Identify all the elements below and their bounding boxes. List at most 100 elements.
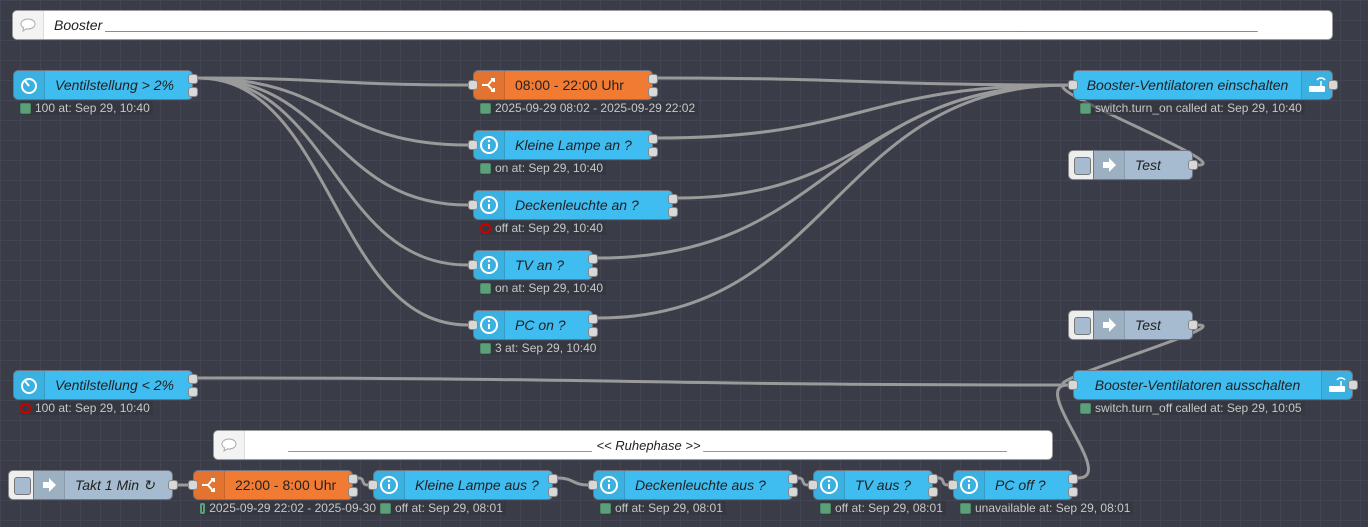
output-port[interactable]: [348, 474, 358, 484]
node-status: unavailable at: Sep 29, 08:01: [960, 501, 1134, 515]
inject-button[interactable]: [1068, 150, 1094, 180]
node-test-1[interactable]: Test: [1093, 150, 1198, 180]
output-port[interactable]: [648, 134, 658, 144]
output-port[interactable]: [648, 147, 658, 157]
output-port[interactable]: [648, 87, 658, 97]
node-test-2[interactable]: Test: [1093, 310, 1198, 340]
input-port[interactable]: [1068, 380, 1078, 390]
timer-icon: [14, 371, 45, 399]
status-text: switch.turn_on called at: Sep 29, 10:40: [1095, 101, 1302, 115]
wire[interactable]: [197, 76, 469, 267]
info-icon: [594, 471, 625, 499]
wire[interactable]: [797, 476, 809, 487]
comment-label: Booster ________________________________…: [54, 17, 1259, 33]
status-dot: [480, 342, 491, 354]
wire[interactable]: [657, 83, 1069, 140]
output-port[interactable]: [188, 74, 198, 84]
node-status: 100 at: Sep 29, 10:40: [20, 101, 153, 115]
output-port[interactable]: [348, 487, 358, 497]
node-takt[interactable]: Takt 1 Min ↻: [33, 470, 178, 500]
output-port[interactable]: [588, 327, 598, 337]
wire[interactable]: [357, 476, 369, 487]
node-pc-off[interactable]: PC off ?: [948, 470, 1078, 500]
status-text: 2025-09-29 22:02 - 2025-09-30: [209, 501, 376, 515]
wire[interactable]: [1061, 323, 1205, 387]
node-ventil-lt[interactable]: Ventilstellung < 2%: [13, 370, 198, 400]
wire[interactable]: [657, 76, 1069, 87]
wire[interactable]: [557, 476, 589, 487]
output-port[interactable]: [788, 487, 798, 497]
output-port[interactable]: [1068, 474, 1078, 484]
output-port[interactable]: [1188, 160, 1198, 170]
output-port[interactable]: [1348, 380, 1358, 390]
comment-booster[interactable]: Booster ________________________________…: [12, 10, 1333, 40]
wire[interactable]: [597, 83, 1069, 260]
output-port[interactable]: [168, 480, 178, 490]
input-port[interactable]: [468, 320, 478, 330]
wire[interactable]: [197, 76, 469, 207]
wire[interactable]: [597, 83, 1069, 320]
node-time-night[interactable]: 22:00 - 8:00 Uhr: [188, 470, 358, 500]
inject-button[interactable]: [1068, 310, 1094, 340]
node-booster-on[interactable]: Booster-Ventilatoren einschalten: [1068, 70, 1338, 100]
output-port[interactable]: [668, 194, 678, 204]
output-port[interactable]: [1328, 80, 1338, 90]
node-booster-off[interactable]: Booster-Ventilatoren ausschalten: [1068, 370, 1358, 400]
input-port[interactable]: [188, 480, 198, 490]
input-port[interactable]: [468, 200, 478, 210]
output-port[interactable]: [548, 487, 558, 497]
info-icon: [474, 311, 505, 339]
node-kleine-an[interactable]: Kleine Lampe an ?: [468, 130, 658, 160]
node-label: 08:00 - 22:00 Uhr: [515, 77, 624, 93]
output-port[interactable]: [668, 207, 678, 217]
node-ventil-gt[interactable]: Ventilstellung > 2%: [13, 70, 198, 100]
output-port[interactable]: [588, 267, 598, 277]
comment-ruhephase[interactable]: ________________________________________…: [213, 430, 1053, 460]
node-pc-on[interactable]: PC on ?: [468, 310, 598, 340]
node-label: Test: [1135, 317, 1161, 333]
output-port[interactable]: [588, 254, 598, 264]
status-ring: [20, 402, 31, 414]
wire[interactable]: [197, 76, 469, 327]
output-port[interactable]: [548, 474, 558, 484]
node-decke-an[interactable]: Deckenleuchte an ?: [468, 190, 678, 220]
inject-button[interactable]: [8, 470, 34, 500]
wire[interactable]: [197, 376, 1069, 387]
input-port[interactable]: [588, 480, 598, 490]
output-port[interactable]: [588, 314, 598, 324]
output-port[interactable]: [928, 474, 938, 484]
info-icon: [474, 251, 505, 279]
wire[interactable]: [197, 76, 469, 147]
node-kleine-aus[interactable]: Kleine Lampe aus ?: [368, 470, 558, 500]
input-port[interactable]: [368, 480, 378, 490]
output-port[interactable]: [188, 374, 198, 384]
output-port[interactable]: [1188, 320, 1198, 330]
node-label: Kleine Lampe aus ?: [415, 477, 539, 493]
input-port[interactable]: [1068, 80, 1078, 90]
output-port[interactable]: [188, 387, 198, 397]
status-text: off at: Sep 29, 08:01: [835, 501, 943, 515]
wire[interactable]: [1061, 83, 1205, 167]
speech-bubble-icon: [13, 11, 44, 39]
node-label: Deckenleuchte an ?: [515, 197, 639, 213]
output-port[interactable]: [788, 474, 798, 484]
wire[interactable]: [197, 76, 469, 87]
node-tv-aus[interactable]: TV aus ?: [808, 470, 938, 500]
input-port[interactable]: [468, 140, 478, 150]
node-tv-an[interactable]: TV an ?: [468, 250, 598, 280]
input-port[interactable]: [468, 80, 478, 90]
wire[interactable]: [937, 476, 949, 487]
input-port[interactable]: [808, 480, 818, 490]
output-port[interactable]: [648, 74, 658, 84]
input-port[interactable]: [468, 260, 478, 270]
node-label: Test: [1135, 157, 1161, 173]
node-time-day[interactable]: 08:00 - 22:00 Uhr: [468, 70, 658, 100]
wire[interactable]: [1056, 383, 1090, 480]
input-port[interactable]: [948, 480, 958, 490]
output-port[interactable]: [928, 487, 938, 497]
node-decke-aus[interactable]: Deckenleuchte aus ?: [588, 470, 798, 500]
node-label: Ventilstellung > 2%: [55, 77, 174, 93]
output-port[interactable]: [1068, 487, 1078, 497]
output-port[interactable]: [188, 87, 198, 97]
